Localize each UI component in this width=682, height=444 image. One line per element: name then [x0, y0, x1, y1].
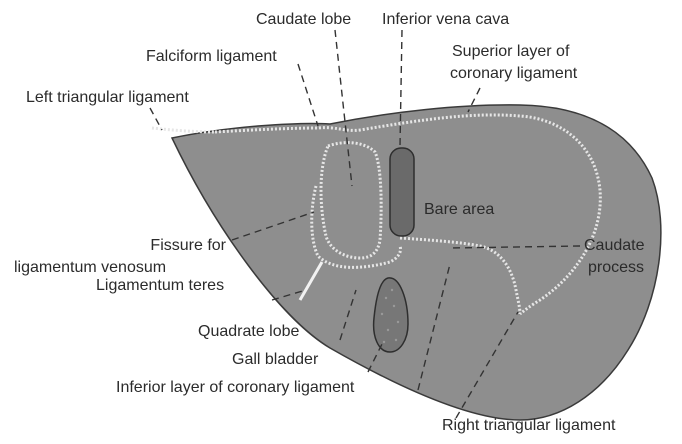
label-bare-area: Bare area	[424, 200, 494, 219]
label-ligamentum-teres: Ligamentum teres	[96, 276, 224, 295]
label-gall-bladder: Gall bladder	[232, 350, 318, 369]
inferior-vena-cava-shape	[390, 148, 414, 236]
label-fissure-1: Fissure for	[100, 236, 226, 255]
label-fissure-2: ligamentum venosum	[14, 258, 166, 277]
label-caudate-process-1: Caudate	[584, 236, 645, 255]
label-caudate-lobe: Caudate lobe	[256, 10, 351, 29]
label-quadrate-lobe: Quadrate lobe	[198, 322, 299, 341]
label-superior-coronary-1: Superior layer of	[452, 42, 569, 61]
label-caudate-process-2: process	[588, 258, 644, 277]
label-right-triangular: Right triangular ligament	[442, 416, 615, 435]
label-superior-coronary-2: coronary ligament	[450, 64, 577, 83]
label-falciform-ligament: Falciform ligament	[146, 47, 277, 66]
label-inferior-coronary: Inferior layer of coronary ligament	[116, 378, 354, 397]
label-inferior-vena-cava: Inferior vena cava	[382, 10, 509, 29]
leader-left-triangular	[150, 108, 162, 130]
leader-falciform	[298, 64, 318, 126]
label-left-triangular-ligament: Left triangular ligament	[26, 88, 189, 107]
